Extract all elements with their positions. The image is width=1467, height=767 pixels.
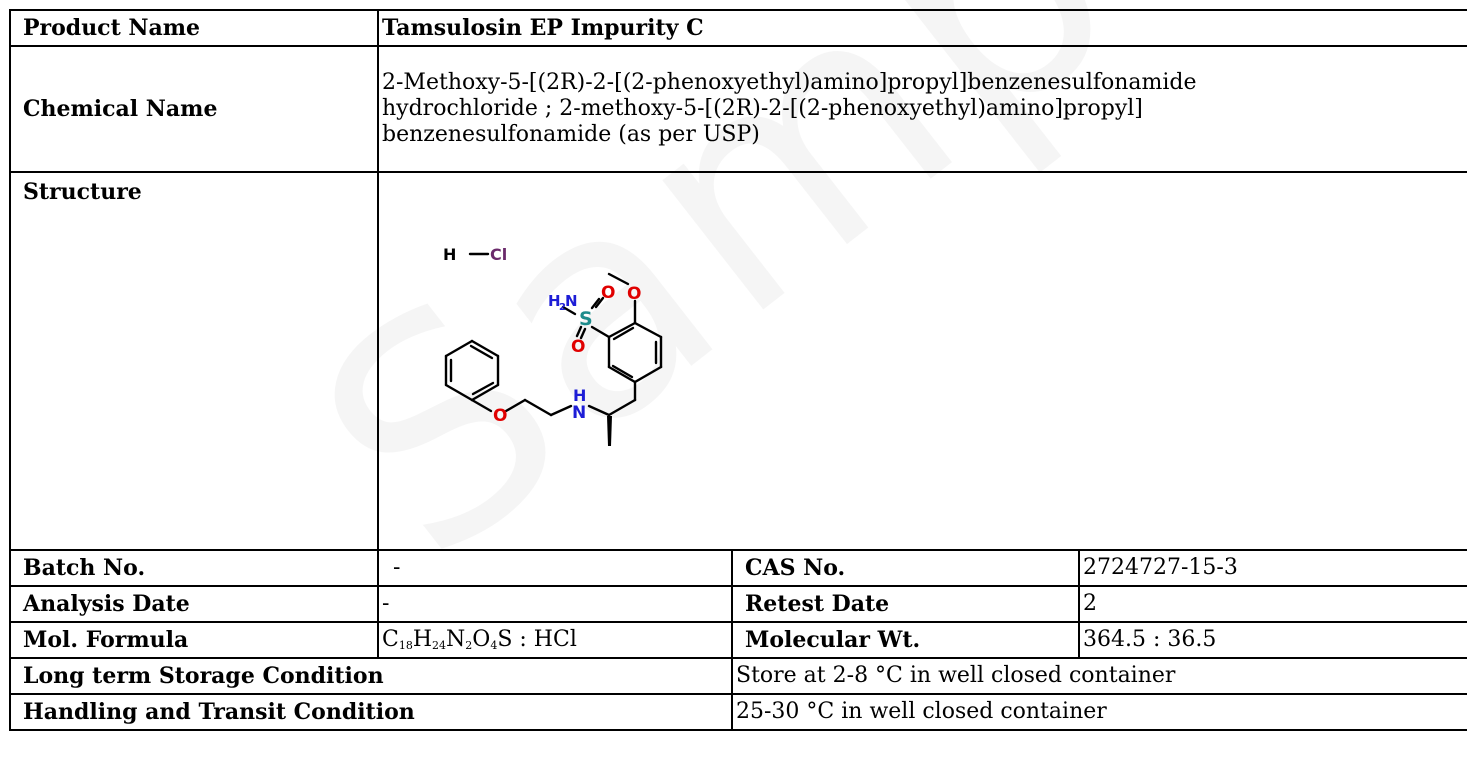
chemical-structure-drawing: H Cl O O H 2 N S O H N O xyxy=(443,245,663,446)
chemical-name-line-2: hydrochloride ; 2-methoxy-5-[(2R)-2-[(2-… xyxy=(382,96,1143,121)
row-product-name: Product Name Tamsulosin EP Impurity C xyxy=(9,9,1467,47)
mol-formula-label: Mol. Formula xyxy=(9,621,379,659)
row-dates: Analysis Date - Retest Date 2 xyxy=(9,585,1467,623)
sulfonyl-oxygen-top-atom: O xyxy=(601,283,615,303)
chemical-name-line-1: 2-Methoxy-5-[(2R)-2-[(2-phenoxyethyl)ami… xyxy=(382,70,1197,95)
molecular-wt-value: 364.5 : 36.5 xyxy=(1078,621,1467,659)
mol-formula-value: C18H24N2O4S : HCl xyxy=(377,621,733,659)
coa-table: Product Name Tamsulosin EP Impurity C Ch… xyxy=(9,9,1467,731)
retest-date-label: Retest Date xyxy=(731,585,1080,623)
row-storage: Long term Storage Condition Store at 2-8… xyxy=(9,657,1467,695)
secondary-amine-h-atom: H xyxy=(573,386,586,405)
storage-label: Long term Storage Condition xyxy=(9,657,733,695)
row-batch-cas: Batch No. - CAS No. 2724727-15-3 xyxy=(9,549,1467,587)
amine-n-atom: N xyxy=(565,292,578,310)
secondary-amine-n-atom: N xyxy=(572,403,586,423)
chemical-name-value: 2-Methoxy-5-[(2R)-2-[(2-phenoxyethyl)ami… xyxy=(377,45,1467,173)
structure-label: Structure xyxy=(9,171,379,551)
analysis-date-label: Analysis Date xyxy=(9,585,379,623)
amine-subscript: 2 xyxy=(559,302,566,313)
chemical-name-label: Chemical Name xyxy=(9,45,379,173)
row-formula-weight: Mol. Formula C18H24N2O4S : HCl Molecular… xyxy=(9,621,1467,659)
handling-value: 25-30 °C in well closed container xyxy=(731,693,1467,731)
sulfur-atom: S xyxy=(579,308,593,330)
chemical-name-line-3: benzenesulfonamide (as per USP) xyxy=(382,122,760,147)
hcl-h-atom: H xyxy=(443,245,456,264)
product-name-label: Product Name xyxy=(9,9,379,47)
analysis-date-value: - xyxy=(377,585,733,623)
molecular-wt-label: Molecular Wt. xyxy=(731,621,1080,659)
retest-date-value: 2 xyxy=(1078,585,1467,623)
batch-no-value: - xyxy=(377,549,733,587)
row-handling: Handling and Transit Condition 25-30 °C … xyxy=(9,693,1467,731)
product-name-value: Tamsulosin EP Impurity C xyxy=(377,9,1467,47)
ether-oxygen-atom: O xyxy=(493,406,507,426)
amine-h-atom: H xyxy=(548,292,561,310)
hcl-cl-atom: Cl xyxy=(490,245,507,264)
methoxy-oxygen-atom: O xyxy=(627,284,641,304)
batch-no-label: Batch No. xyxy=(9,549,379,587)
storage-value: Store at 2-8 °C in well closed container xyxy=(731,657,1467,695)
handling-label: Handling and Transit Condition xyxy=(9,693,733,731)
row-structure: Structure xyxy=(9,171,1467,551)
sulfonyl-oxygen-bottom-atom: O xyxy=(571,337,585,357)
cas-no-label: CAS No. xyxy=(731,549,1080,587)
row-chemical-name: Chemical Name 2-Methoxy-5-[(2R)-2-[(2-ph… xyxy=(9,45,1467,173)
cas-no-value: 2724727-15-3 xyxy=(1078,549,1467,587)
structure-image: H Cl O O H 2 N S O H N O xyxy=(380,174,1467,541)
structure-cell: H Cl O O H 2 N S O H N O xyxy=(377,171,1467,551)
